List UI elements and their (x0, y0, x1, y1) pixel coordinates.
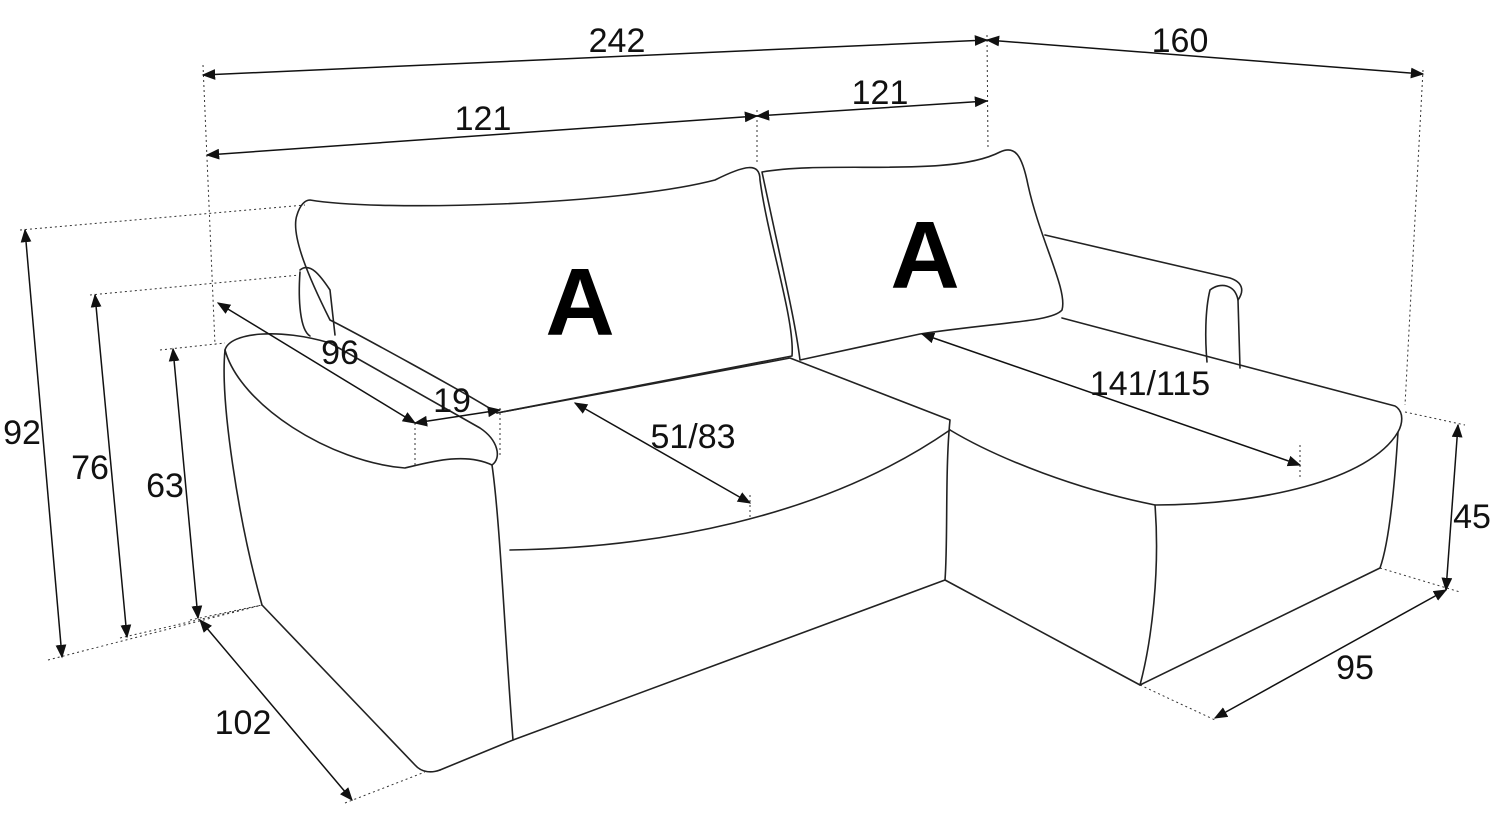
label-total-height: 92 (3, 414, 41, 452)
label-left-section: 121 (455, 100, 512, 138)
label-right-section: 121 (852, 74, 909, 112)
chaise-seat (949, 317, 1403, 506)
label-armrest-height: 63 (146, 467, 184, 505)
label-total-depth: 102 (215, 704, 272, 742)
label-chaise-seat-depth: 141/115 (1090, 365, 1210, 403)
cushion-mark-right: A (890, 202, 959, 309)
label-total-width: 242 (589, 22, 646, 60)
back-cushion-right (761, 149, 1064, 361)
dimension-lines (20, 35, 1463, 802)
label-chaise-length: 160 (1152, 22, 1209, 60)
seat-cushion (496, 357, 951, 581)
label-armrest-width: 19 (433, 382, 471, 420)
back-cushion-left (294, 166, 794, 414)
cushion-mark-left: A (545, 249, 614, 356)
sofa-outline (223, 149, 1403, 773)
label-seat-height: 45 (1453, 498, 1491, 536)
chaise-armrest (1044, 234, 1243, 369)
label-armrest-depth: 96 (321, 334, 359, 372)
extension-lines (19, 34, 1466, 804)
label-chaise-width: 95 (1336, 649, 1374, 687)
label-seat-depth: 51/83 (650, 418, 735, 456)
label-back-height: 76 (71, 449, 109, 487)
